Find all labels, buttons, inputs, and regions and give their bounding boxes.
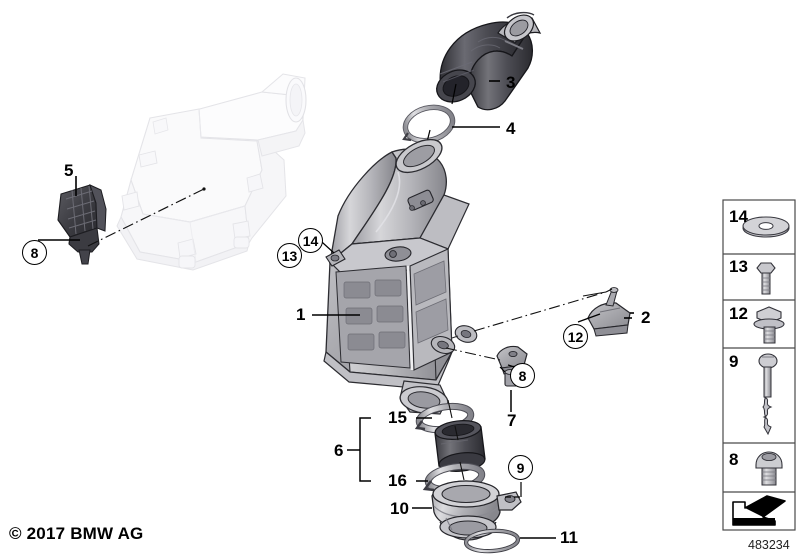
- centerline-bracket-2: [473, 291, 607, 332]
- callout-circled-9: 9: [508, 455, 533, 480]
- callout-4: 4: [506, 119, 516, 138]
- part-o-ring-11: [463, 528, 521, 554]
- part-support-bracket-right: [587, 287, 631, 337]
- legend-icon-long-screw: [758, 353, 778, 436]
- legend-number-14: 14: [729, 207, 748, 226]
- callout-16: 16: [388, 471, 407, 490]
- callout-2: 2: [641, 308, 651, 327]
- callout-7: 7: [507, 411, 517, 430]
- legend-icon-flat-washer: [742, 216, 790, 238]
- copyright-notice: © 2017 BMW AG: [9, 524, 144, 543]
- callout-5: 5: [64, 161, 74, 180]
- legend-icon-button-head-screw: [755, 451, 783, 486]
- callout-10: 10: [390, 499, 409, 518]
- ghost-air-filter-housing: [116, 73, 307, 271]
- centerline-bracket-7: [445, 347, 501, 361]
- callout-circled-13: 13: [277, 243, 302, 268]
- legend-icon-flanged-bolt: [753, 306, 785, 344]
- legend-number-12: 12: [729, 304, 748, 323]
- part-rubber-elbow-hose: [436, 11, 542, 111]
- legend-number-8: 8: [729, 450, 739, 469]
- legend-number-13: 13: [729, 257, 748, 276]
- part-mounting-bracket-left: [57, 184, 107, 265]
- callout-3: 3: [506, 73, 516, 92]
- legend-icon-hex-bolt: [756, 262, 776, 295]
- legend-panel: [722, 199, 796, 531]
- diagram-part-number: 483234: [748, 538, 790, 552]
- part-charge-air-cooler: [323, 138, 478, 415]
- callout-circled-8-right: 8: [510, 363, 535, 388]
- cooler-mount-eyes: [430, 325, 478, 355]
- callout-11: 11: [560, 528, 578, 547]
- callout-1: 1: [296, 305, 306, 324]
- legend-icon-direction-arrow: [732, 495, 786, 526]
- callout-15: 15: [388, 408, 407, 427]
- bracket-group-6: [359, 417, 371, 482]
- leader-12: [577, 313, 601, 323]
- callout-6: 6: [334, 441, 344, 460]
- cooler-fin-panels: [343, 279, 406, 351]
- centerline-bracket-5: [87, 188, 205, 247]
- legend-number-9: 9: [729, 352, 739, 371]
- callout-circled-12: 12: [563, 324, 588, 349]
- callout-circled-14: 14: [298, 228, 323, 253]
- callout-circled-8-left: 8: [22, 240, 47, 265]
